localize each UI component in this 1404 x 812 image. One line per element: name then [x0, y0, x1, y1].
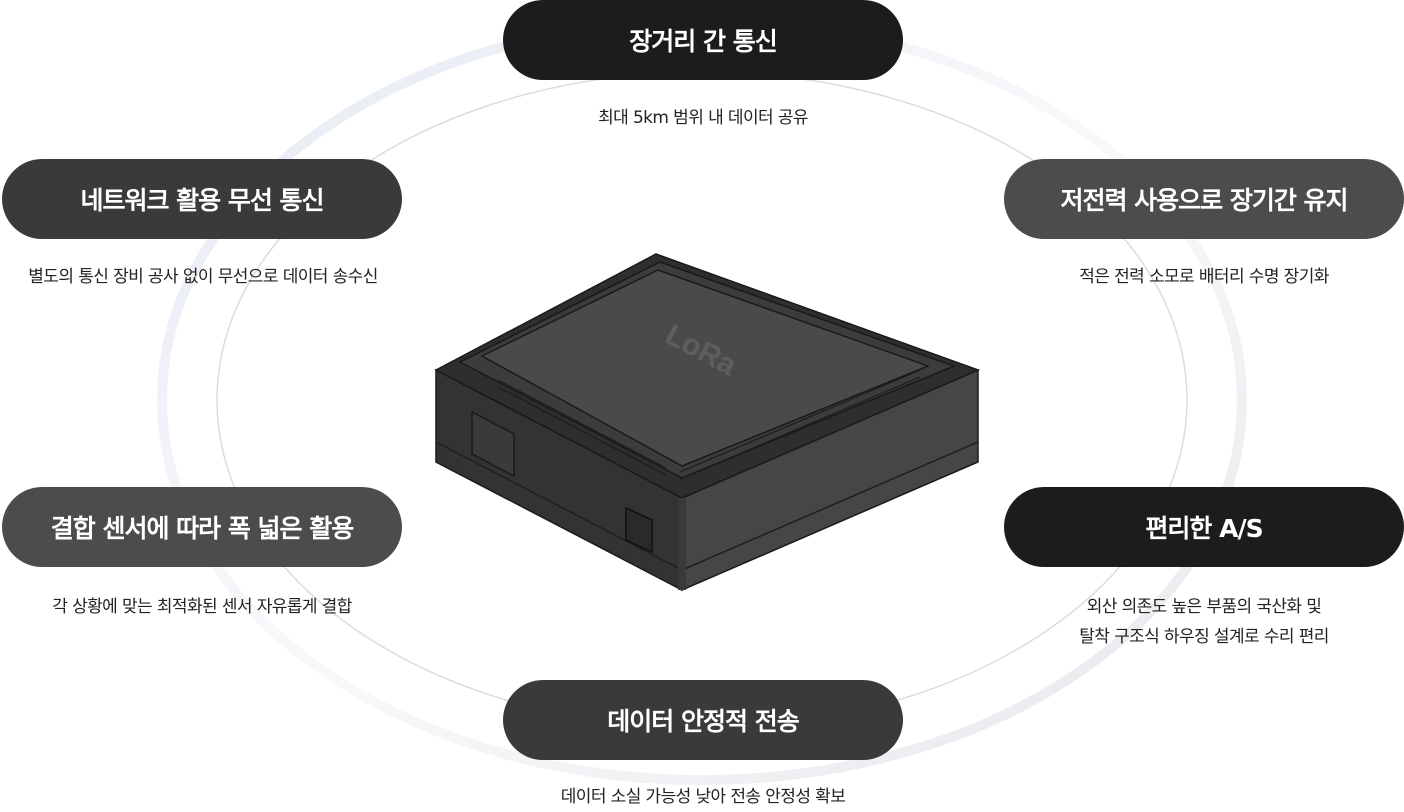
feature-wireless-pill: 네트워크 활용 무선 통신: [2, 159, 402, 239]
feature-as-desc: 외산 의존도 높은 부품의 국산화 및 탈착 구조식 하우징 설계로 수리 편리: [1079, 597, 1329, 647]
feature-stable-transfer-desc: 데이터 소실 가능성 낮아 전송 안정성 확보: [560, 787, 846, 807]
device-top-lid: [480, 269, 931, 467]
feature-sensor-pill: 결합 센서에 따라 폭 넓은 활용: [2, 487, 402, 567]
device-port-square: [471, 410, 515, 478]
feature-low-power-pill: 저전력 사용으로 장기간 유지: [1004, 159, 1404, 239]
device-vents: [497, 369, 921, 480]
feature-stable-transfer-pill: 데이터 안정적 전송: [503, 680, 903, 760]
device-port-small: [625, 506, 653, 554]
feature-sensor-title: 결합 센서에 따라 폭 넓은 활용: [50, 514, 355, 543]
feature-long-range-desc: 최대 5km 범위 내 데이터 공유: [598, 108, 808, 128]
feature-as-title: 편리한 A/S: [1145, 514, 1263, 543]
feature-as-pill: 편리한 A/S: [1004, 487, 1404, 567]
feature-stable-transfer-title: 데이터 안정적 전송: [607, 707, 799, 736]
feature-wireless-desc: 별도의 통신 장비 공사 없이 무선으로 데이터 송수신: [28, 267, 378, 287]
feature-low-power-title: 저전력 사용으로 장기간 유지: [1060, 186, 1348, 215]
feature-sensor-desc: 각 상황에 맞는 최적화된 센서 자유롭게 결합: [52, 597, 352, 617]
lora-device-illustration: LoRa: [434, 253, 981, 592]
feature-low-power-desc: 적은 전력 소모로 배터리 수명 장기화: [1079, 267, 1329, 287]
feature-wireless-title: 네트워크 활용 무선 통신: [80, 186, 324, 215]
feature-long-range-pill: 장거리 간 통신: [503, 0, 903, 80]
feature-long-range-title: 장거리 간 통신: [629, 27, 777, 56]
